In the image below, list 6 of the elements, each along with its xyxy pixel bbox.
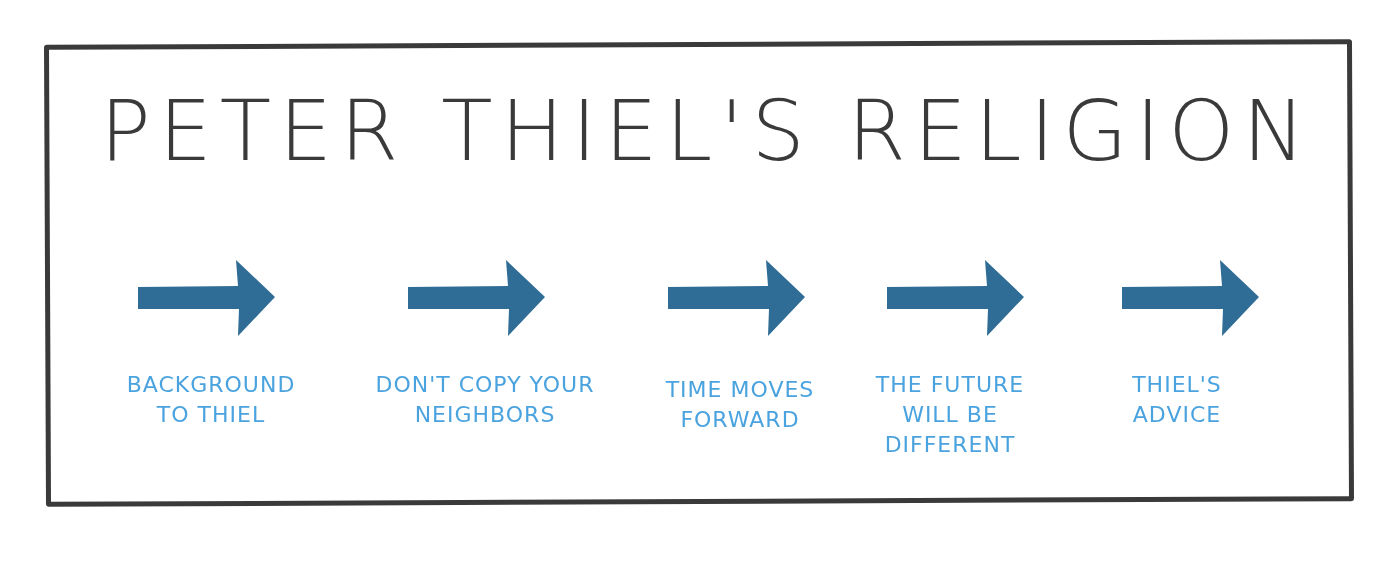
step-label: TIME MOVES FORWARD	[664, 376, 816, 434]
step-label: THIEL'S ADVICE	[1131, 371, 1223, 429]
step-label: THE FUTURE WILL BE DIFFERENT	[875, 371, 1025, 459]
step-label: BACKGROUND TO THIEL	[126, 371, 296, 429]
step-label: DON'T COPY YOUR NEIGHBORS	[374, 371, 596, 429]
title: PETER THIEL'S RELIGION	[100, 82, 1300, 180]
